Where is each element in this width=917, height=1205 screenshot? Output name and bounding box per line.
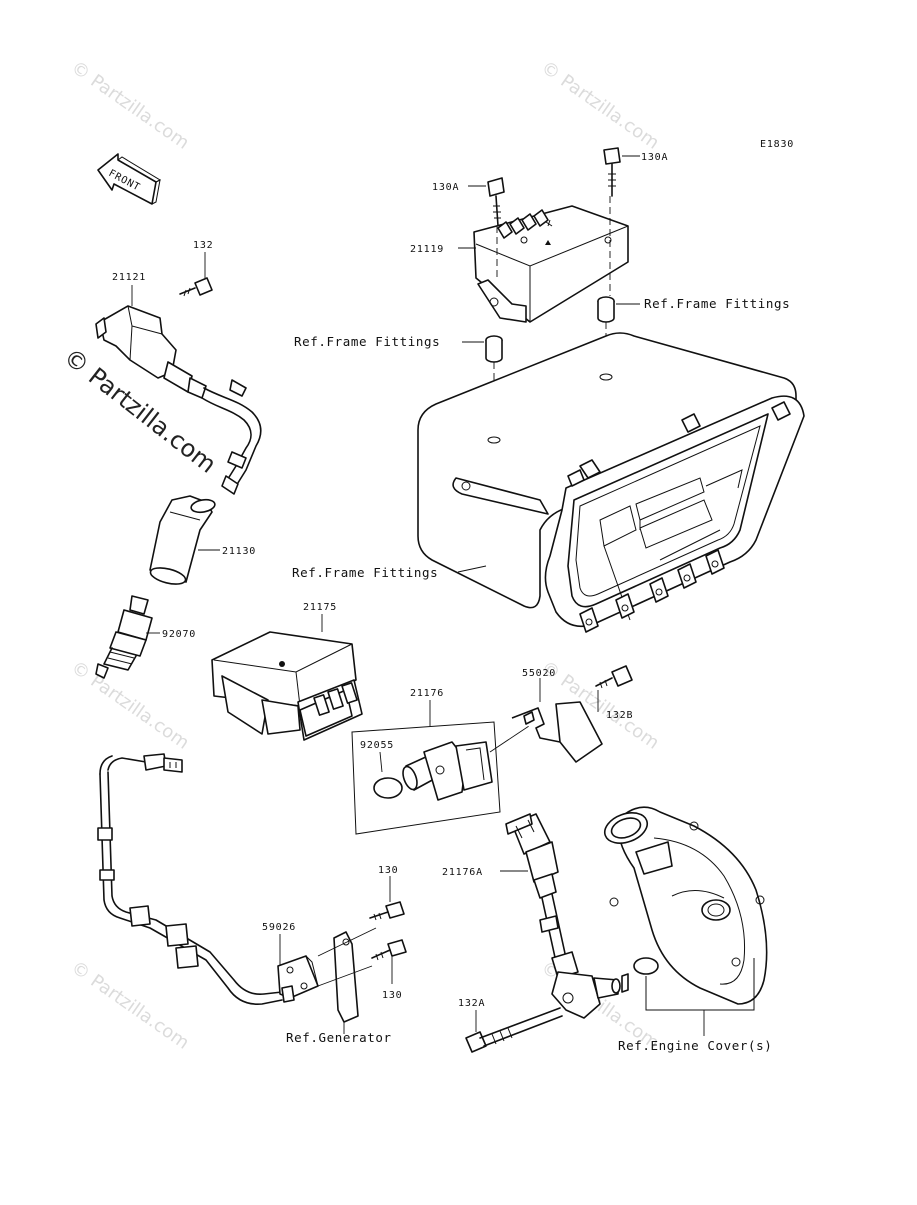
- generator-plate: [317, 927, 377, 1023]
- label-21176a: 21176A: [442, 867, 483, 878]
- label-ref-frame-fittings-right: Ref.Frame Fittings: [644, 296, 790, 311]
- label-ref-generator: Ref.Generator: [286, 1030, 392, 1045]
- watermark: © Partzilla.com: [67, 957, 193, 1054]
- igniter-module: [211, 631, 363, 741]
- label-55020: 55020: [522, 668, 556, 679]
- bolt-130a-right: [603, 147, 621, 197]
- bolt-132b: [595, 665, 633, 689]
- label-130-top: 130: [378, 865, 398, 876]
- cover-o-ring: [633, 957, 659, 975]
- label-ref-frame-fittings-left: Ref.Frame Fittings: [294, 334, 440, 349]
- label-21175: 21175: [303, 602, 337, 613]
- bolt-130-bottom: [371, 939, 407, 961]
- sensor-bracket: [511, 701, 603, 763]
- label-92055: 92055: [360, 740, 394, 751]
- label-ref-engine-cover: Ref.Engine Cover(s): [618, 1038, 772, 1053]
- bolt-130a-left: [487, 177, 505, 227]
- crank-position-sensor: [505, 813, 629, 1019]
- label-21130: 21130: [222, 546, 256, 557]
- front-arrow-icon: FRONT: [97, 153, 162, 205]
- speed-sensor: [402, 741, 493, 801]
- label-ref-frame-fittings-box: Ref.Frame Fittings: [292, 565, 438, 580]
- label-130a-right: 130A: [641, 152, 668, 163]
- label-130a-left: 130A: [432, 182, 459, 193]
- pickup-coil-harness: [97, 753, 319, 1005]
- watermark: © Partzilla.com: [537, 57, 663, 154]
- spark-plug-cap: [149, 495, 216, 585]
- bolt-132a: [465, 1007, 563, 1053]
- diagram-code: E1830: [760, 139, 794, 150]
- watermark: © Partzilla.com: [67, 657, 193, 754]
- o-ring: [373, 777, 403, 799]
- label-59026: 59026: [262, 922, 296, 933]
- bolt-132: [179, 277, 213, 297]
- label-21119: 21119: [410, 244, 444, 255]
- label-21176: 21176: [410, 688, 444, 699]
- sensor-group-21176: 21176 92055: [351, 688, 533, 835]
- engine-cover: [603, 806, 768, 1005]
- collar-right: [597, 296, 615, 323]
- label-132b: 132B: [606, 710, 633, 721]
- bolt-130-top: [369, 901, 405, 921]
- ignition-coil: [95, 305, 262, 495]
- regulator-rectifier: [473, 205, 629, 323]
- label-21121: 21121: [112, 272, 146, 283]
- frame-fittings-box: [417, 332, 805, 633]
- label-132: 132: [193, 240, 213, 251]
- label-92070: 92070: [162, 629, 196, 640]
- label-132a: 132A: [458, 998, 485, 1009]
- collar-left: [485, 335, 503, 363]
- spark-plug: [95, 595, 153, 679]
- label-130-bottom: 130: [382, 990, 402, 1001]
- watermark: © Partzilla.com: [67, 57, 193, 154]
